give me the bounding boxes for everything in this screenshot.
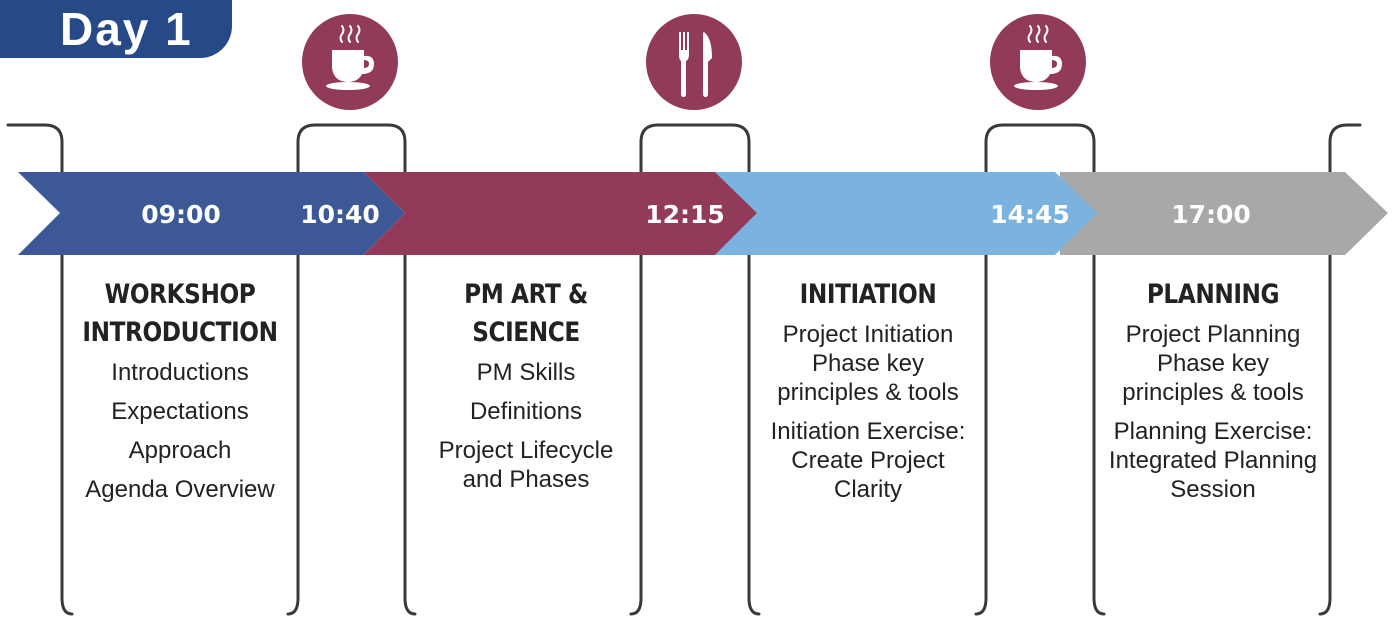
section-planning: PLANNING Project Planning Phase key prin… (1097, 276, 1329, 514)
timeline-segment-navy (18, 172, 405, 255)
agenda-item: Definitions (469, 398, 583, 425)
agenda-item: Planning Exercise: Integrated Planning S… (1108, 418, 1318, 503)
agenda-item: Initiation Exercise: Create Project Clar… (770, 418, 966, 503)
bracket-workshop-top (6, 123, 64, 174)
agenda-item: Project Planning Phase key principles & … (1122, 321, 1304, 406)
bracket-break1-bottom-right (403, 253, 417, 616)
bracket-lunch-bottom-left (629, 253, 643, 616)
timeline-segment-maroon (363, 172, 757, 255)
agenda-item: Project Initiation Phase key principles … (777, 321, 959, 406)
time-1445: 14:45 (990, 200, 1070, 229)
bracket-workshop-bottom (60, 253, 74, 616)
bracket-break2-bottom-right (1092, 253, 1106, 616)
agenda-item: Introductions (111, 359, 249, 386)
coffee-break-2-icon (990, 14, 1086, 110)
time-0900: 09:00 (141, 200, 221, 229)
bracket-end-bottom (1318, 253, 1332, 616)
agenda-item: PM Skills (476, 359, 576, 386)
fork-knife-icon (679, 32, 712, 97)
timeline-segment-light-blue (715, 172, 1097, 255)
bracket-end-top (1328, 123, 1362, 174)
section-title-line: SCIENCE (472, 317, 580, 348)
coffee-cup-icon (1014, 25, 1062, 90)
section-title: WORKSHOP INTRODUCTION (80, 276, 280, 352)
day-label: Day 1 (60, 3, 193, 55)
agenda-item: Project Lifecycle and Phases (438, 437, 614, 493)
bracket-break2-bottom-left (974, 253, 988, 616)
time-1040: 10:40 (300, 200, 380, 229)
agenda-item: Approach (128, 437, 232, 464)
agenda-item: Agenda Overview (85, 476, 275, 503)
section-pm-art-science: PM ART & SCIENCE PM Skills Definitions P… (412, 276, 640, 504)
section-initiation: INITIATION Project Initiation Phase key … (752, 276, 984, 514)
section-title-line: PLANNING (1146, 279, 1280, 310)
bracket-lunch-bottom-right (747, 253, 761, 616)
bracket-break2-top (984, 123, 1096, 174)
bracket-lunch-top (639, 123, 751, 174)
section-title-line: WORKSHOP (104, 279, 256, 310)
section-title: PM ART & SCIENCE (428, 276, 624, 352)
lunch-break-icon (646, 14, 742, 110)
bracket-break1-bottom (286, 253, 300, 616)
bracket-break1-top (296, 123, 407, 174)
section-title-line: PM ART & (464, 279, 588, 310)
day-badge: Day 1 (0, 0, 232, 58)
timeline-segment-gray (1060, 172, 1388, 255)
section-title: PLANNING (1113, 276, 1313, 314)
time-1215: 12:15 (645, 200, 725, 229)
coffee-break-1-icon (302, 14, 398, 110)
section-title-line: INITIATION (799, 279, 937, 310)
section-title-line: INTRODUCTION (82, 317, 278, 348)
coffee-cup-icon (326, 25, 374, 90)
section-workshop-introduction: WORKSHOP INTRODUCTION Introductions Expe… (64, 276, 296, 514)
time-1700: 17:00 (1171, 200, 1251, 229)
section-title: INITIATION (768, 276, 968, 314)
agenda-item: Expectations (111, 398, 249, 425)
